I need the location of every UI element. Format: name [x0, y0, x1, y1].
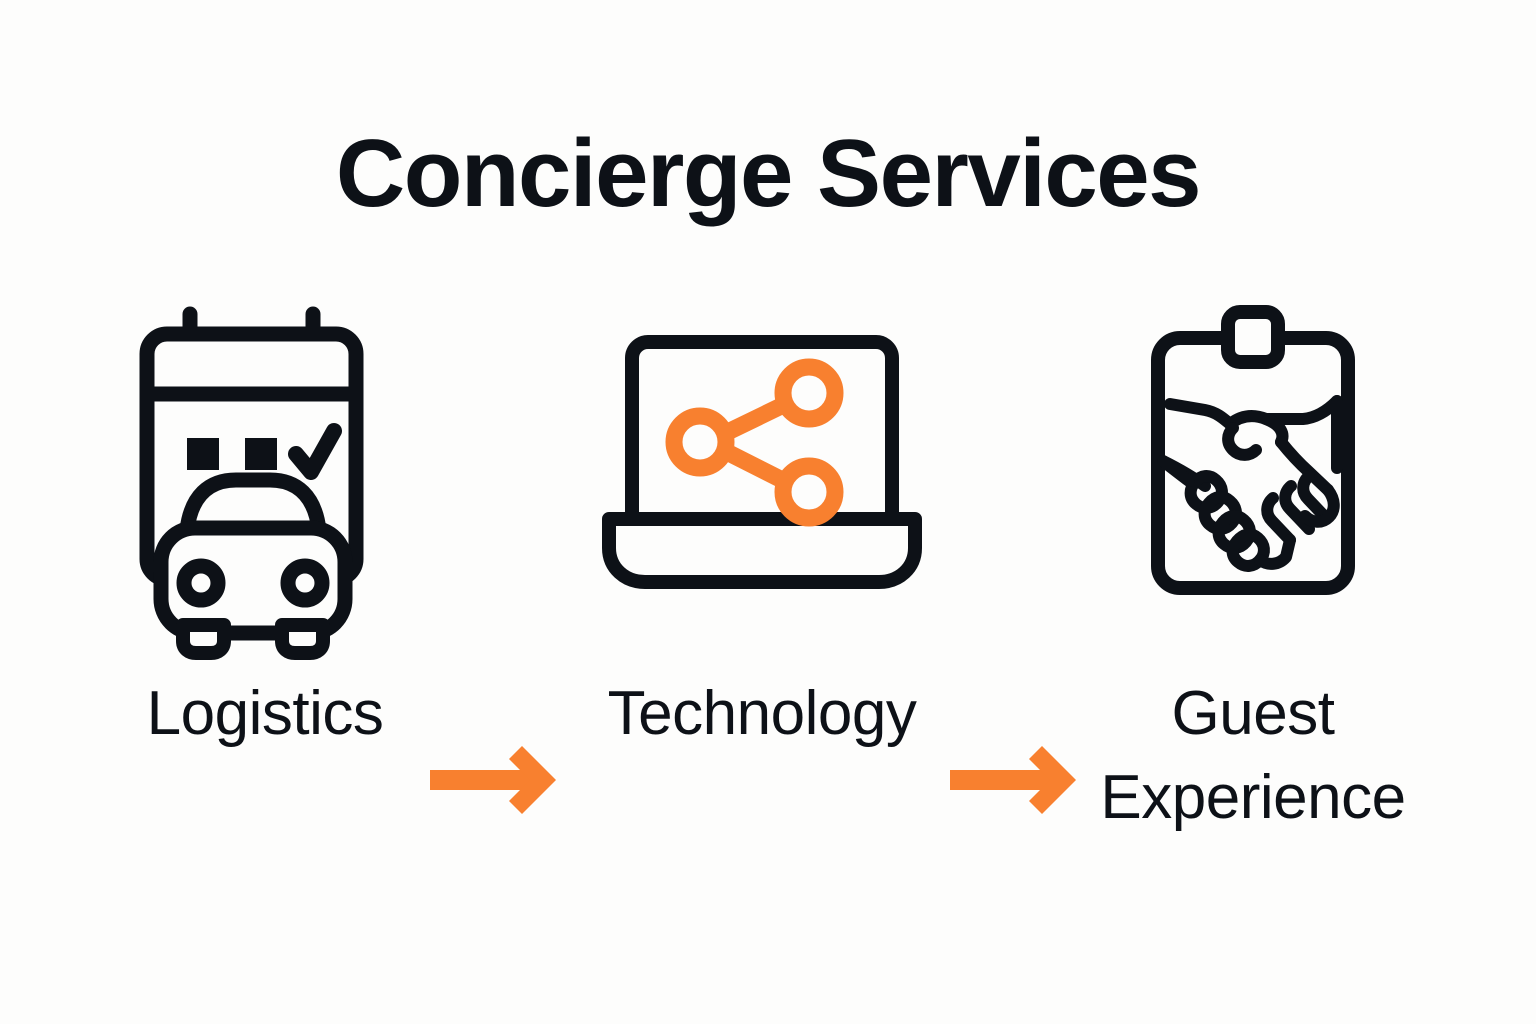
- flow-step-logistics[interactable]: Logistics: [100, 300, 430, 860]
- arrow-right-icon-1: [430, 740, 580, 820]
- flow-step-technology-label: Technology: [597, 672, 927, 756]
- calendar-car-icon: [100, 300, 430, 660]
- flow-step-guest-experience-label: Guest Experience: [1088, 672, 1418, 840]
- arrow-right-icon-2: [950, 740, 1100, 820]
- process-flow: Logistics: [0, 300, 1536, 860]
- label-line-2: Experience: [1100, 763, 1406, 832]
- label-line-1: Logistics: [146, 679, 384, 748]
- label-line-1: Technology: [607, 679, 917, 748]
- label-line-1: Guest: [1171, 679, 1335, 748]
- flow-step-guest-experience[interactable]: Guest Experience: [1088, 300, 1418, 860]
- flow-step-logistics-label: Logistics: [100, 672, 430, 756]
- laptop-share-icon: [597, 300, 927, 660]
- clipboard-handshake-icon: [1088, 300, 1418, 660]
- page-title: Concierge Services: [335, 120, 1202, 227]
- flow-step-technology[interactable]: Technology: [597, 300, 927, 860]
